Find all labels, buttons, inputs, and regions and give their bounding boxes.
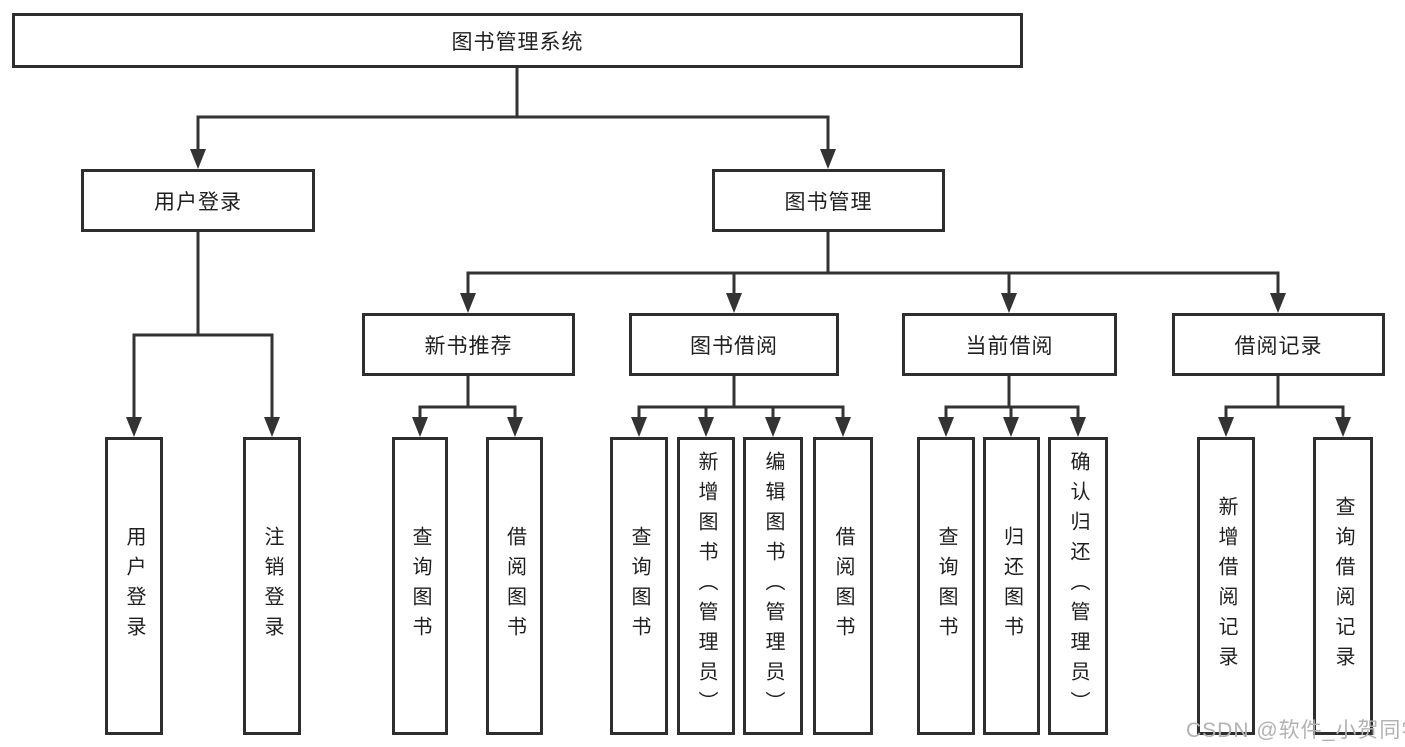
- connector-root-to-level2: [190, 66, 836, 169]
- node-current-borrow-label: 当前借阅: [965, 334, 1054, 358]
- leaf-logout-label: 注销登录: [261, 526, 283, 646]
- leaf-current-confirm-return-admin: 确认归还（管理员）: [1048, 437, 1108, 735]
- leaf-borrow-query-books: 查询图书: [610, 437, 668, 735]
- node-borrow-records-label: 借阅记录: [1234, 334, 1323, 358]
- leaf-current-confirm-return-admin-label: 确认归还（管理员）: [1067, 451, 1089, 721]
- node-user-login: 用户登录: [81, 169, 315, 232]
- leaf-newbook-query-books: 查询图书: [392, 437, 448, 735]
- leaf-borrow-edit-books-admin-label: 编辑图书（管理员）: [762, 451, 784, 721]
- leaf-user-login-label: 用户登录: [123, 526, 145, 646]
- csdn-watermark: CSDN @软件_小贺同学: [1186, 719, 1405, 742]
- connector-group-splits: [412, 374, 1351, 437]
- leaf-records-add: 新增借阅记录: [1197, 437, 1255, 735]
- leaf-current-query-books: 查询图书: [917, 437, 975, 735]
- leaf-borrow-borrow-books: 借阅图书: [813, 437, 873, 735]
- node-user-login-label: 用户登录: [154, 190, 242, 214]
- leaf-current-return-books: 归还图书: [983, 437, 1040, 735]
- leaf-borrow-edit-books-admin: 编辑图书（管理员）: [743, 437, 803, 735]
- node-root-system-label: 图书管理系统: [451, 30, 584, 54]
- leaf-borrow-add-books-admin-label: 新增图书（管理员）: [695, 451, 717, 721]
- leaf-borrow-add-books-admin: 新增图书（管理员）: [677, 437, 735, 735]
- leaf-borrow-borrow-books-label: 借阅图书: [832, 526, 854, 646]
- leaf-records-query: 查询借阅记录: [1313, 437, 1373, 735]
- node-new-book-recommend: 新书推荐: [362, 313, 575, 376]
- leaf-current-query-books-label: 查询图书: [935, 526, 957, 646]
- leaf-records-add-label: 新增借阅记录: [1215, 496, 1237, 676]
- leaf-user-login: 用户登录: [105, 437, 163, 735]
- node-book-management: 图书管理: [712, 169, 945, 232]
- leaf-logout: 注销登录: [243, 437, 301, 735]
- node-book-management-label: 图书管理: [784, 190, 873, 214]
- node-current-borrow: 当前借阅: [902, 313, 1117, 376]
- leaf-newbook-borrow-books-label: 借阅图书: [503, 526, 526, 646]
- connector-book-management-to-groups: [460, 230, 1286, 313]
- node-new-book-recommend-label: 新书推荐: [424, 334, 513, 358]
- node-book-borrow: 图书借阅: [629, 313, 839, 376]
- node-borrow-records: 借阅记录: [1172, 313, 1385, 376]
- node-root-system: 图书管理系统: [12, 13, 1023, 68]
- leaf-records-query-label: 查询借阅记录: [1332, 496, 1354, 676]
- connector-user-login-to-leaves: [126, 230, 280, 437]
- node-book-borrow-label: 图书借阅: [690, 334, 778, 358]
- leaf-newbook-query-books-label: 查询图书: [409, 526, 431, 646]
- leaf-newbook-borrow-books: 借阅图书: [486, 437, 543, 735]
- leaf-borrow-query-books-label: 查询图书: [628, 526, 650, 646]
- leaf-current-return-books-label: 归还图书: [1000, 526, 1023, 646]
